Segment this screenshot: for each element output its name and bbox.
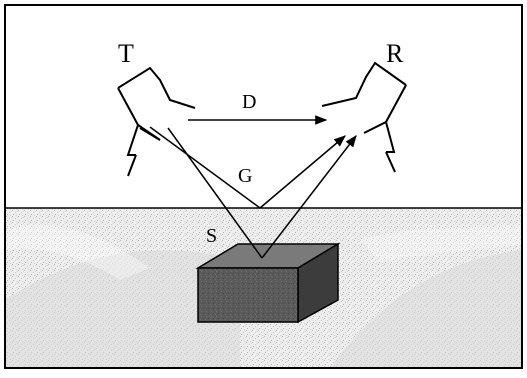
direct-path-label: D xyxy=(242,91,256,113)
receiver-antenna-icon xyxy=(321,61,407,173)
ground-path-label: G xyxy=(238,165,252,187)
scattered-path-label: S xyxy=(206,225,217,247)
transmitter-label: T xyxy=(118,39,134,68)
transmitter-antenna-icon xyxy=(117,66,196,177)
target-box xyxy=(195,242,341,324)
diagram-frame xyxy=(4,4,523,369)
ground-reflection-ray xyxy=(149,126,346,209)
receiver-label: R xyxy=(386,39,404,68)
scattered-path-ray xyxy=(167,127,357,259)
